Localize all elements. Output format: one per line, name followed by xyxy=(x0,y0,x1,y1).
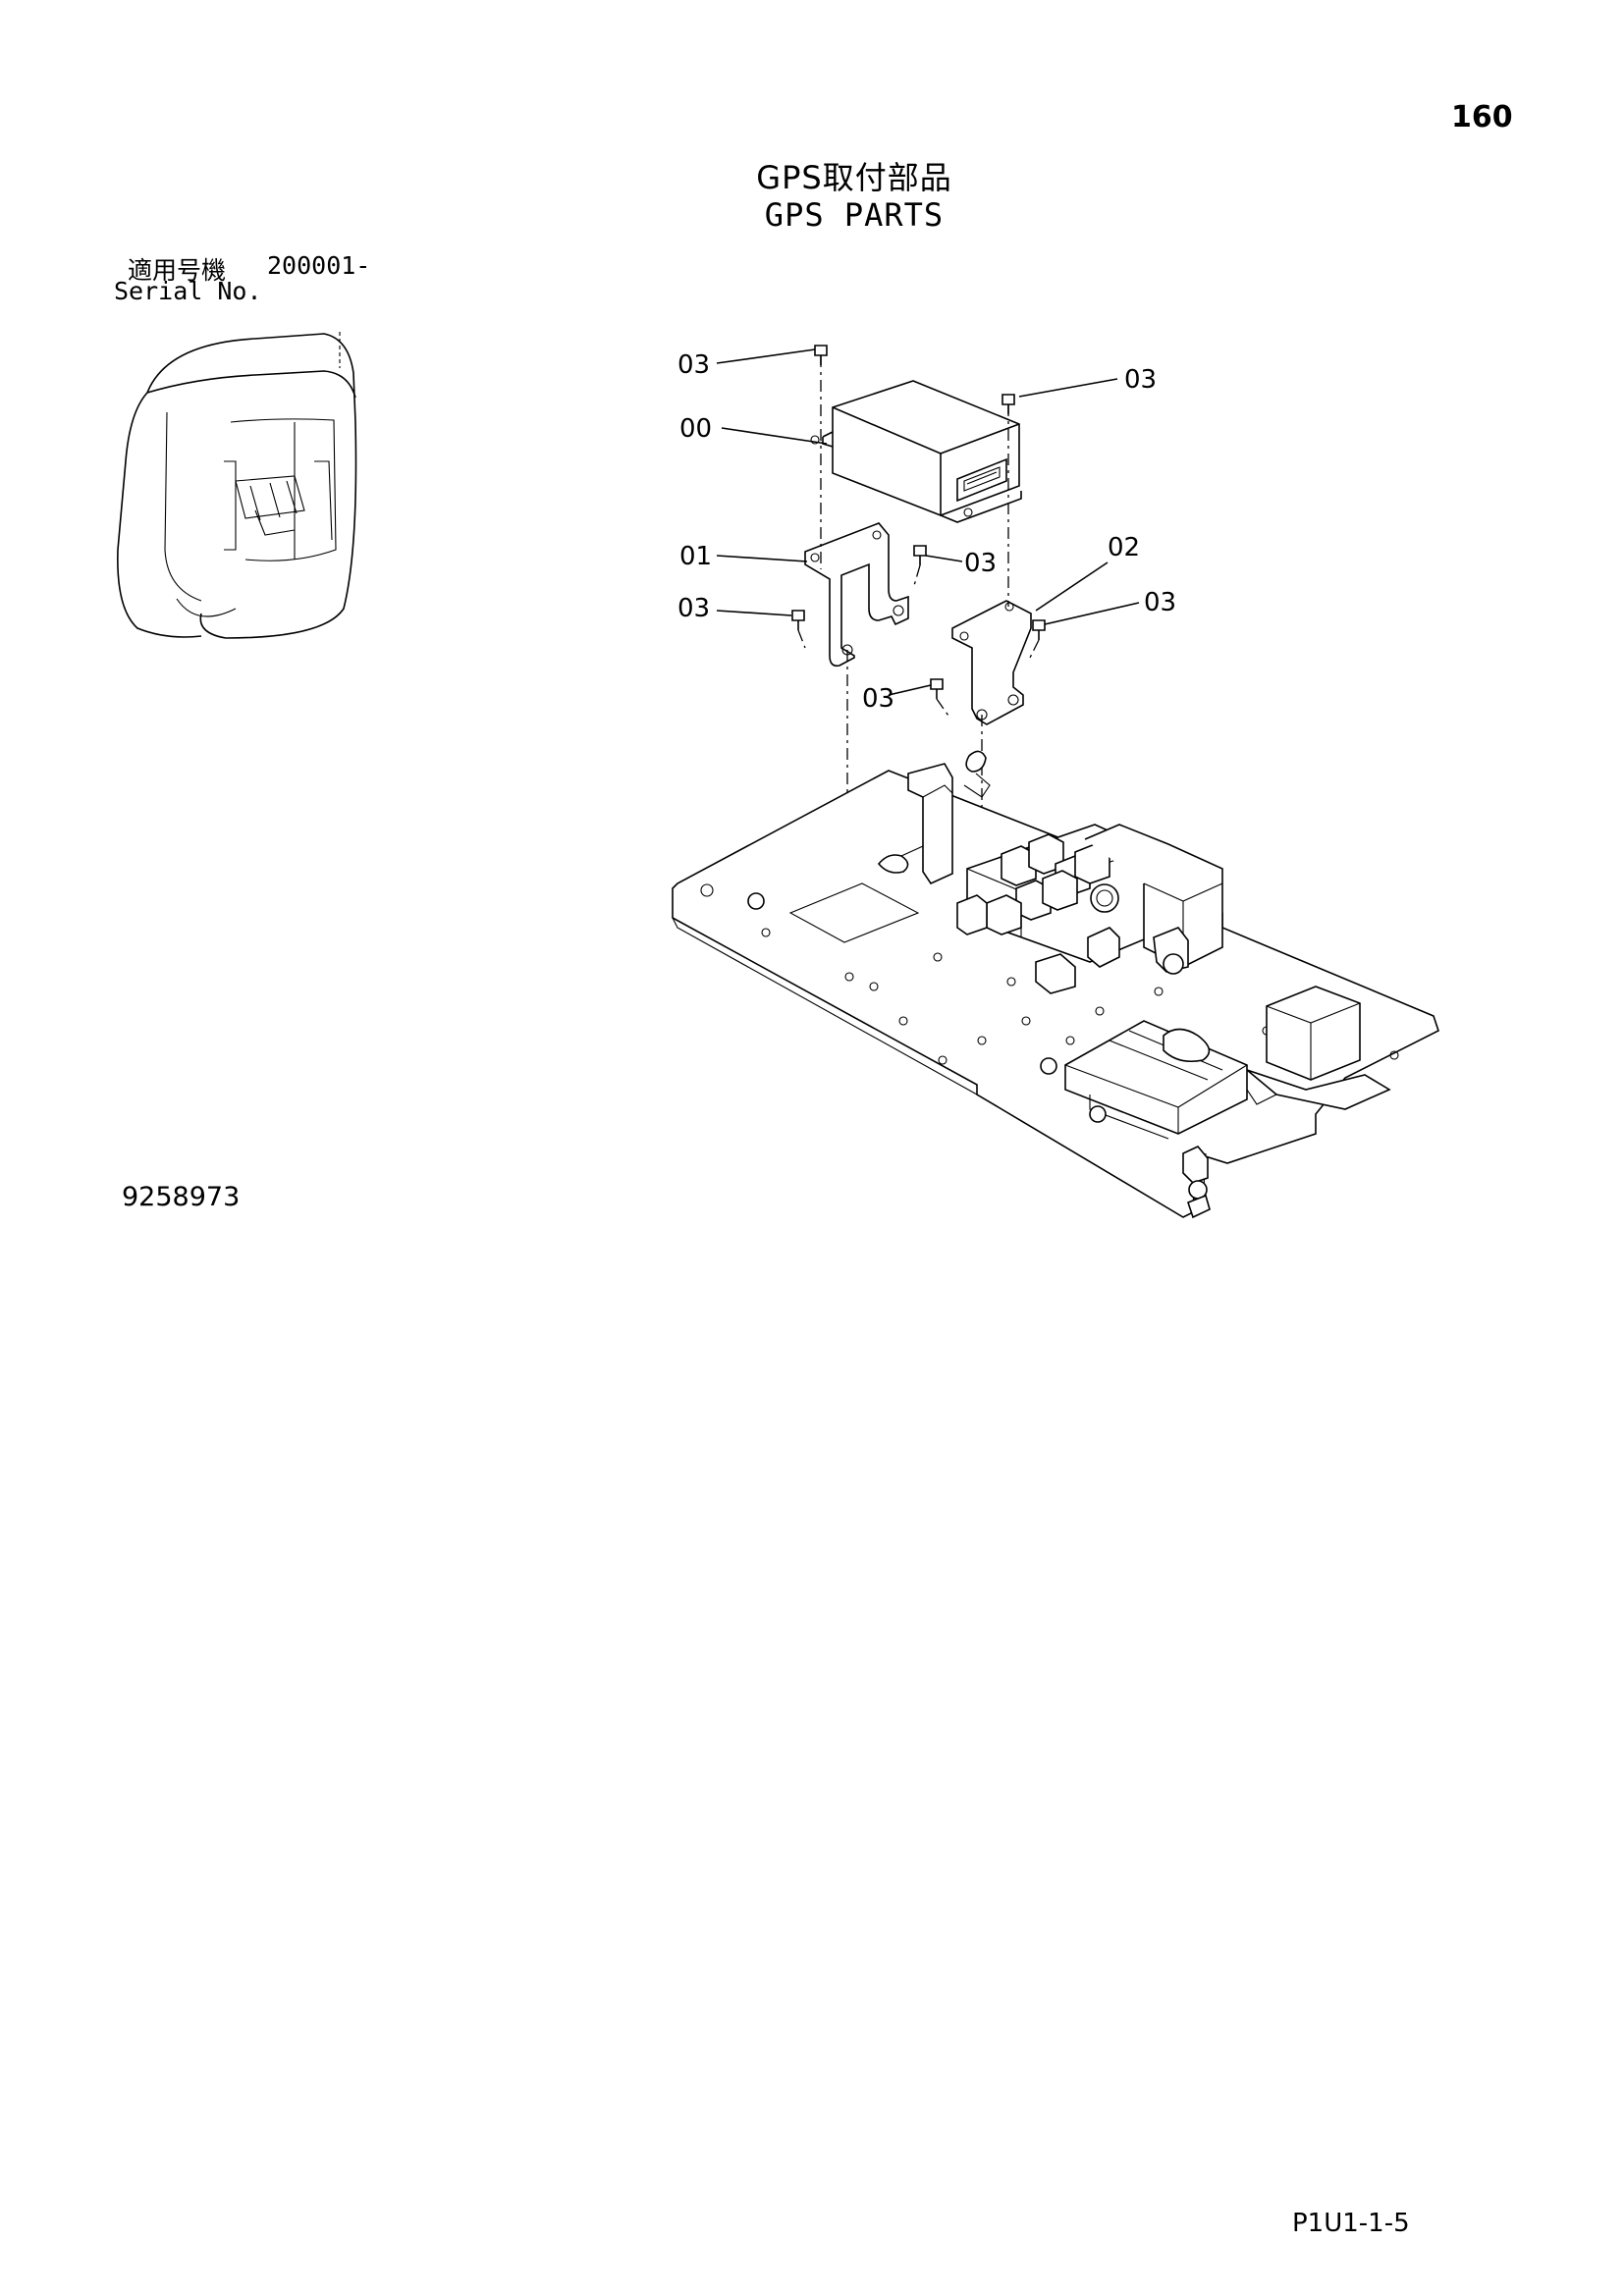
page-title-english: GPS PARTS xyxy=(764,196,945,234)
cab-locator-illustration xyxy=(117,332,357,639)
base-plate-assembly xyxy=(672,750,1439,1219)
callout-03-lower: 03 xyxy=(862,684,894,714)
callout-00-controller: 00 xyxy=(679,414,712,444)
callout-03-bracket-02: 03 xyxy=(1144,588,1176,617)
document-id: 9258973 xyxy=(122,1182,241,1212)
page-number: 160 xyxy=(1451,100,1513,134)
serial-value: 200001- xyxy=(267,251,371,280)
gps-controller-box xyxy=(810,380,1022,523)
page-title-japanese: GPS取付部品 xyxy=(756,159,952,196)
serial-label-english: Serial No. xyxy=(114,277,262,305)
callout-03-bracket-01: 03 xyxy=(964,549,997,578)
callout-01-bracket: 01 xyxy=(679,542,712,571)
page-reference: P1U1-1-5 xyxy=(1292,2209,1410,2238)
callout-03-top-left: 03 xyxy=(677,350,710,380)
serial-label-japanese: 適用号機 xyxy=(128,256,227,285)
callout-03-left: 03 xyxy=(677,594,710,623)
bracket-01 xyxy=(804,522,909,667)
callout-02-bracket: 02 xyxy=(1108,533,1140,562)
bracket-02 xyxy=(951,600,1032,725)
callout-leaders xyxy=(716,348,1140,696)
callout-03-top-right: 03 xyxy=(1124,365,1157,395)
